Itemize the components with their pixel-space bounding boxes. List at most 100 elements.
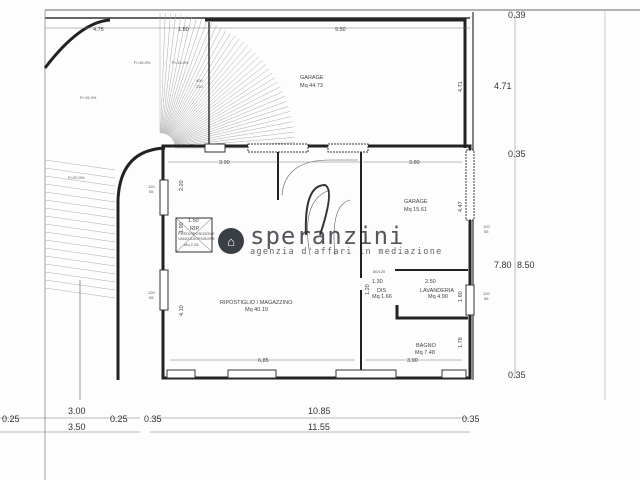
ramp-line bbox=[169, 48, 252, 138]
dim-label: 2.20 bbox=[179, 180, 185, 191]
right-dim: 0.35 bbox=[508, 149, 526, 159]
ramp-line bbox=[174, 131, 295, 147]
ramp-line bbox=[163, 16, 192, 134]
room-area-storage: Mq 40.19 bbox=[245, 307, 268, 313]
bottom-dim: 3.50 bbox=[68, 422, 86, 432]
room-area-rip: Mq 2.26 bbox=[184, 242, 199, 247]
bottom-dim: 0.25 bbox=[110, 414, 128, 424]
ramp-line bbox=[44, 199, 116, 211]
walls bbox=[159, 12, 475, 380]
ramp-line bbox=[168, 35, 236, 136]
bottom-dim: 0.35 bbox=[144, 414, 162, 424]
room-note-rip: VANO ASCENSORE bbox=[178, 236, 215, 241]
right-dim: 7.80 bbox=[494, 260, 512, 270]
room-name-dis: DIS bbox=[377, 288, 387, 294]
dim-label: 3.90 bbox=[219, 160, 230, 166]
room-area-dis: Mq 1.66 bbox=[372, 294, 392, 300]
ramp-line bbox=[44, 247, 116, 259]
ramp-line bbox=[170, 56, 260, 139]
dim-label: 9.50 bbox=[335, 27, 346, 33]
ramp-line bbox=[172, 81, 278, 141]
ramp-line bbox=[44, 183, 116, 195]
room-name-garage: GARAGE bbox=[300, 75, 324, 81]
ramp-line bbox=[44, 223, 116, 235]
room-area-laundry: Mq 4.90 bbox=[428, 294, 448, 300]
room-area-garage: Mq 44.73 bbox=[300, 83, 323, 89]
ramp-line bbox=[172, 72, 273, 140]
bottom-dim: 10.85 bbox=[308, 406, 331, 416]
window-label: 120 bbox=[148, 290, 155, 295]
dim-label: 1.78 bbox=[458, 337, 464, 348]
ramp-line bbox=[162, 14, 182, 134]
ramp-line bbox=[173, 101, 287, 144]
ramp-line bbox=[171, 60, 263, 139]
right-dim: 0.39 bbox=[508, 10, 526, 20]
dim-label-rip-height: 1.90 bbox=[179, 222, 185, 233]
dim-label: 80/120 bbox=[373, 269, 386, 274]
ramp-line bbox=[44, 207, 116, 219]
right-dim: 8.50 bbox=[517, 260, 535, 270]
dim-label: 3.90 bbox=[407, 358, 418, 364]
dim-label: 1.30 bbox=[372, 279, 383, 285]
ramp-line bbox=[44, 191, 116, 203]
dim-label: 2.50 bbox=[425, 279, 436, 285]
bottom-dim: 3.00 bbox=[68, 406, 86, 416]
ramp-line bbox=[162, 15, 187, 134]
window-label: 55 bbox=[149, 189, 154, 194]
slope-label: P=15.0% bbox=[172, 60, 189, 65]
window-label: 55 bbox=[149, 295, 154, 300]
dim-label: 4.47 bbox=[458, 201, 464, 212]
ramp-line bbox=[164, 19, 202, 134]
ramp-line bbox=[167, 32, 231, 136]
bottom-dim: 0.25 bbox=[2, 414, 20, 424]
ramp-line bbox=[44, 255, 116, 267]
dimension-lines bbox=[0, 15, 516, 433]
ramp-line bbox=[164, 21, 207, 135]
room-name-storage: RIPOSTIGLIO / MAGAZZINO bbox=[220, 300, 293, 306]
ramp-line bbox=[44, 271, 116, 283]
ramp-line bbox=[173, 91, 283, 142]
ramp-line bbox=[174, 121, 293, 146]
dim-label: 400 bbox=[196, 78, 203, 83]
watermark-name: speranzini bbox=[250, 222, 405, 250]
ramp-width-label: 1.50 bbox=[178, 27, 189, 33]
ramp-line bbox=[44, 175, 116, 187]
ramp-line bbox=[44, 167, 116, 179]
bottom-dim: 0.35 bbox=[462, 414, 480, 424]
ramp-line bbox=[44, 215, 116, 227]
room-name-bath: BAGNO bbox=[416, 343, 437, 349]
slope-label: P=15.0% bbox=[134, 60, 151, 65]
dim-label: 4.10 bbox=[179, 305, 185, 316]
ramp-line bbox=[44, 159, 116, 171]
room-area-garage-small: Mq 15.61 bbox=[404, 207, 427, 213]
ramp-curve bbox=[43, 18, 111, 69]
ramp-line bbox=[174, 126, 294, 146]
window-label: 120 bbox=[148, 184, 155, 189]
ramp-line bbox=[172, 77, 276, 141]
ramp-line bbox=[160, 13, 171, 134]
ramp-line bbox=[170, 52, 256, 138]
slope-label: P=20.0% bbox=[68, 175, 85, 180]
slope-label: P=15.0% bbox=[80, 95, 97, 100]
dim-label: 210 bbox=[196, 84, 203, 89]
ramp-line bbox=[44, 231, 116, 243]
ramp-line bbox=[167, 30, 227, 136]
ramp-line bbox=[169, 41, 244, 137]
bottom-dim: 11.55 bbox=[308, 422, 330, 432]
room-note-rip: PREDISPOSIZIONE bbox=[178, 231, 215, 236]
watermark-logo: ⌂ speranzini agenzia d'affari in mediazi… bbox=[218, 222, 443, 257]
dim-label-dis-height: 1.20 bbox=[365, 284, 371, 295]
ramp-line bbox=[168, 38, 240, 137]
dim-label: 1.60 bbox=[458, 291, 464, 302]
ramp-line bbox=[173, 96, 285, 143]
ramp-line bbox=[171, 68, 270, 140]
ramp-line bbox=[160, 13, 166, 134]
ramp-line bbox=[171, 64, 267, 139]
window-label: 120 bbox=[483, 224, 490, 229]
house-icon: ⌂ bbox=[218, 228, 244, 254]
right-dim: 4.71 bbox=[494, 81, 512, 91]
window-label: 55 bbox=[484, 296, 489, 301]
ramp-line bbox=[44, 263, 116, 275]
